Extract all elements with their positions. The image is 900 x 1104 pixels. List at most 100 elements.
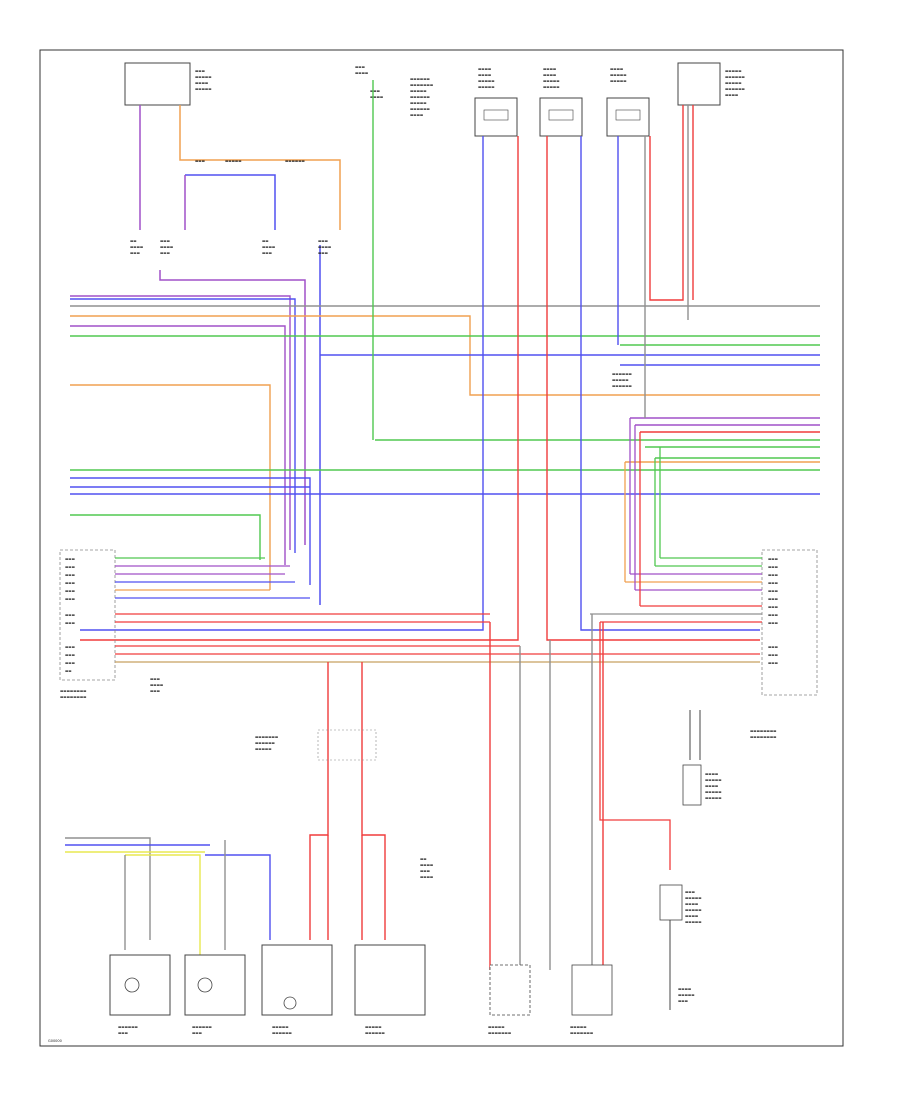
svg-text:▬▬▬: ▬▬▬ [768, 581, 778, 585]
svg-text:▬▬▬▬▬▬: ▬▬▬▬▬▬ [410, 77, 430, 81]
svg-text:▬▬▬▬▬: ▬▬▬▬▬ [272, 1025, 289, 1029]
svg-text:▬▬▬▬▬: ▬▬▬▬▬ [612, 378, 629, 382]
svg-text:▬▬▬▬▬▬: ▬▬▬▬▬▬ [612, 372, 632, 376]
center-vertical-wiring [80, 80, 760, 641]
svg-text:▬▬▬: ▬▬▬ [192, 1031, 202, 1035]
svg-text:▬▬▬▬: ▬▬▬▬ [195, 81, 208, 85]
svg-text:▬▬▬▬: ▬▬▬▬ [610, 67, 623, 71]
svg-text:▬▬▬▬▬: ▬▬▬▬▬ [195, 75, 212, 79]
svg-text:▬▬▬: ▬▬▬ [262, 251, 272, 255]
svg-text:▬▬▬▬: ▬▬▬▬ [705, 784, 718, 788]
svg-text:▬▬▬: ▬▬▬ [195, 159, 205, 163]
right-lower-components: ▬▬▬▬▬▬▬▬▬▬▬▬▬▬▬▬▬▬▬▬▬▬▬ ▬▬▬▬▬▬▬▬▬▬▬▬▬▬▬▬… [659, 710, 722, 1010]
switch-right-rear-door: ▬▬▬▬▬▬▬▬▬▬▬ [354, 944, 426, 1035]
lamp-left-courtesy: ▬▬▬▬▬▬▬▬▬ [109, 954, 171, 1035]
svg-text:▬▬▬: ▬▬▬ [65, 581, 75, 585]
svg-text:▬▬▬▬▬: ▬▬▬▬▬ [610, 73, 627, 77]
svg-text:▬▬▬▬▬: ▬▬▬▬▬ [410, 101, 427, 105]
svg-text:▬▬▬▬: ▬▬▬▬ [420, 863, 433, 867]
svg-text:▬▬▬: ▬▬▬ [195, 69, 205, 73]
switch-left-rear-position: ▬▬▬▬▬▬▬▬▬▬▬▬ [488, 964, 531, 1035]
svg-text:▬▬▬: ▬▬▬ [318, 251, 328, 255]
svg-text:▬▬▬: ▬▬▬ [65, 613, 75, 617]
svg-text:▬▬▬▬: ▬▬▬▬ [420, 875, 433, 879]
svg-text:▬▬▬: ▬▬▬ [768, 597, 778, 601]
svg-text:▬▬▬▬▬▬▬: ▬▬▬▬▬▬▬ [255, 735, 278, 739]
svg-text:▬▬▬: ▬▬▬ [768, 565, 778, 569]
svg-text:▬▬▬: ▬▬▬ [768, 653, 778, 657]
svg-text:▬▬▬▬▬: ▬▬▬▬▬ [705, 778, 722, 782]
svg-text:▬▬▬: ▬▬▬ [160, 239, 170, 243]
top-left-module: ▬▬▬▬▬▬▬▬▬▬▬▬▬▬▬▬▬ [124, 62, 212, 106]
svg-text:▬▬▬▬▬: ▬▬▬▬▬ [543, 85, 560, 89]
right-horizontal-bus [320, 344, 820, 463]
svg-text:▬▬▬▬▬: ▬▬▬▬▬ [488, 1025, 505, 1029]
svg-text:▬▬▬▬: ▬▬▬▬ [543, 73, 556, 77]
svg-text:▬▬▬: ▬▬▬ [685, 890, 695, 894]
svg-text:▬▬▬▬: ▬▬▬▬ [318, 245, 331, 249]
svg-text:▬▬▬▬▬: ▬▬▬▬▬ [478, 85, 495, 89]
svg-text:▬▬▬▬▬▬: ▬▬▬▬▬▬ [285, 159, 305, 163]
figure-id: G00000 [48, 1039, 62, 1043]
svg-text:▬▬: ▬▬ [65, 669, 72, 673]
svg-text:▬▬▬▬▬▬: ▬▬▬▬▬▬ [410, 95, 430, 99]
svg-text:▬▬▬▬▬▬: ▬▬▬▬▬▬ [725, 87, 745, 91]
top-right-module: ▬▬▬▬▬▬▬▬▬▬▬▬▬▬▬▬▬▬▬▬▬▬▬▬▬▬ [677, 62, 745, 106]
svg-text:▬▬▬: ▬▬▬ [768, 621, 778, 625]
svg-text:▬▬▬▬▬: ▬▬▬▬▬ [570, 1025, 587, 1029]
svg-text:▬▬▬▬▬: ▬▬▬▬▬ [543, 79, 560, 83]
right-rear-control-module: ▬▬▬▬▬▬▬▬▬▬▬▬▬▬▬▬▬▬▬▬▬▬▬▬▬▬▬▬▬▬▬▬▬▬▬▬ ▬▬▬… [590, 418, 818, 870]
center-lower-wiring [309, 614, 604, 970]
svg-text:▬▬▬: ▬▬▬ [150, 689, 160, 693]
svg-text:▬▬▬▬▬: ▬▬▬▬▬ [478, 79, 495, 83]
svg-text:▬▬▬▬▬: ▬▬▬▬▬ [255, 747, 272, 751]
switch-right-rear-position: ▬▬▬▬▬▬▬▬▬▬▬▬ [570, 964, 613, 1035]
relay-luggage: ▬▬▬▬▬▬▬▬▬▬▬▬▬▬ [606, 67, 650, 137]
svg-text:▬▬▬: ▬▬▬ [118, 1031, 128, 1035]
svg-text:▬▬▬▬▬: ▬▬▬▬▬ [725, 69, 742, 73]
svg-text:▬▬: ▬▬ [262, 239, 269, 243]
svg-text:▬▬▬▬▬▬: ▬▬▬▬▬▬ [365, 1031, 385, 1035]
lamp-right-courtesy: ▬▬▬▬▬▬▬▬▬ [184, 954, 246, 1035]
svg-text:▬▬▬▬▬: ▬▬▬▬▬ [685, 896, 702, 900]
svg-text:▬▬▬▬▬: ▬▬▬▬▬ [225, 159, 242, 163]
svg-text:▬▬▬: ▬▬▬ [768, 645, 778, 649]
svg-text:▬▬▬: ▬▬▬ [355, 65, 365, 69]
svg-text:▬▬▬: ▬▬▬ [65, 653, 75, 657]
svg-text:▬▬▬▬: ▬▬▬▬ [262, 245, 275, 249]
svg-text:▬▬▬: ▬▬▬ [65, 573, 75, 577]
svg-text:▬▬▬▬▬▬: ▬▬▬▬▬▬ [725, 75, 745, 79]
svg-text:▬▬▬▬: ▬▬▬▬ [160, 245, 173, 249]
svg-text:▬▬▬: ▬▬▬ [65, 621, 75, 625]
svg-text:▬▬▬▬▬: ▬▬▬▬▬ [410, 89, 427, 93]
svg-text:▬▬▬▬▬: ▬▬▬▬▬ [678, 993, 695, 997]
left-rear-control-module: ▬▬▬▬▬▬▬▬▬▬▬▬▬▬▬▬▬▬▬▬▬▬▬▬▬▬▬▬▬▬▬▬▬▬▬ ▬▬▬▬… [59, 549, 760, 699]
svg-text:▬▬▬▬▬▬▬: ▬▬▬▬▬▬▬ [570, 1031, 593, 1035]
switch-left-rear-door: ▬▬▬▬▬▬▬▬▬▬▬ [261, 944, 333, 1035]
svg-text:▬▬▬: ▬▬▬ [65, 661, 75, 665]
svg-text:▬▬▬▬▬: ▬▬▬▬▬ [195, 87, 212, 91]
svg-text:▬▬▬▬▬▬: ▬▬▬▬▬▬ [118, 1025, 138, 1029]
svg-text:▬▬▬▬▬: ▬▬▬▬▬ [705, 790, 722, 794]
svg-text:▬▬▬▬: ▬▬▬▬ [478, 67, 491, 71]
svg-text:▬▬▬▬: ▬▬▬▬ [410, 113, 423, 117]
svg-text:▬▬▬▬: ▬▬▬▬ [130, 245, 143, 249]
svg-text:▬▬▬▬▬▬▬▬: ▬▬▬▬▬▬▬▬ [60, 695, 86, 699]
svg-text:▬▬▬▬: ▬▬▬▬ [355, 71, 368, 75]
svg-text:▬▬▬: ▬▬▬ [65, 589, 75, 593]
svg-text:▬▬: ▬▬ [130, 239, 137, 243]
svg-text:▬▬▬▬: ▬▬▬▬ [370, 95, 383, 99]
svg-text:▬▬▬: ▬▬▬ [65, 557, 75, 561]
svg-text:▬▬▬: ▬▬▬ [318, 239, 328, 243]
svg-text:▬▬▬: ▬▬▬ [768, 589, 778, 593]
left-horizontal-bus [70, 295, 820, 590]
svg-text:▬▬▬▬▬▬: ▬▬▬▬▬▬ [410, 107, 430, 111]
svg-text:▬▬▬▬▬▬▬▬: ▬▬▬▬▬▬▬▬ [750, 735, 776, 739]
svg-text:▬▬▬: ▬▬▬ [65, 597, 75, 601]
svg-text:▬▬▬: ▬▬▬ [420, 869, 430, 873]
svg-text:▬▬▬▬▬▬▬: ▬▬▬▬▬▬▬ [488, 1031, 511, 1035]
svg-text:▬▬▬: ▬▬▬ [768, 661, 778, 665]
svg-text:▬▬▬▬: ▬▬▬▬ [478, 73, 491, 77]
svg-text:▬▬▬▬▬▬▬▬: ▬▬▬▬▬▬▬▬ [60, 689, 86, 693]
svg-text:▬▬▬▬: ▬▬▬▬ [543, 67, 556, 71]
